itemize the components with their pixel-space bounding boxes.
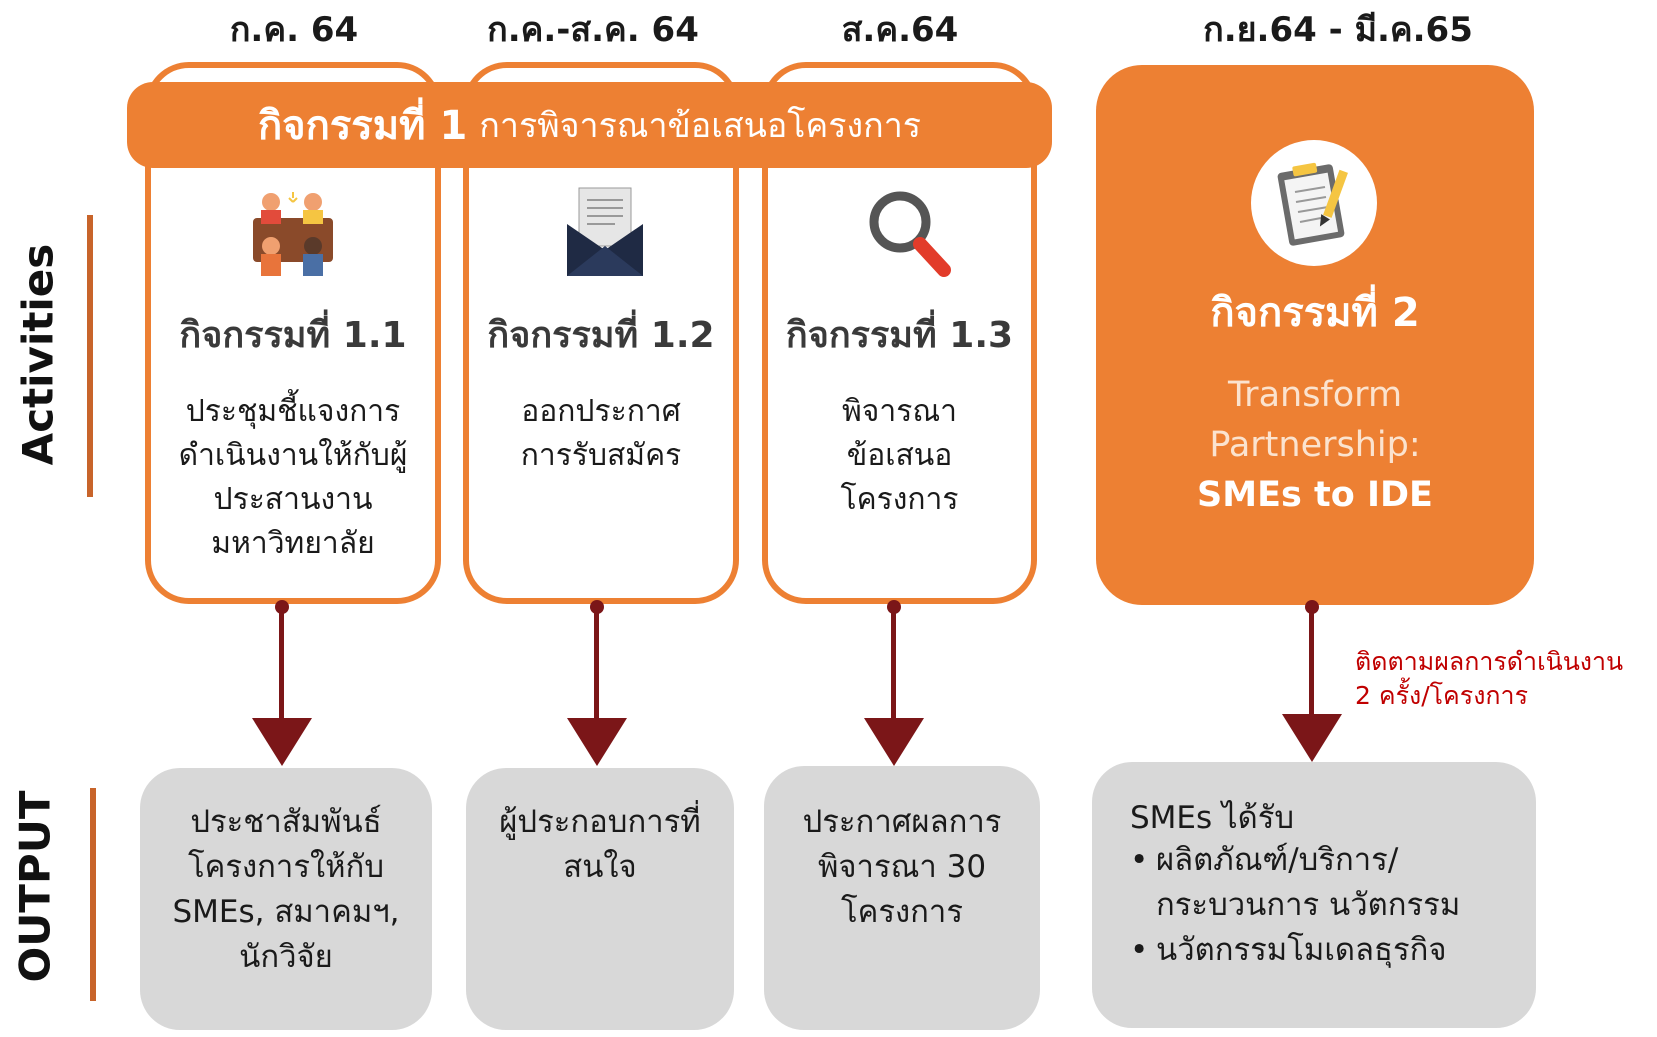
activity-1-3-description: พิจารณา ข้อเสนอ โครงการ bbox=[840, 394, 959, 517]
activity-1-2-description: ออกประกาศ การรับสมัคร bbox=[520, 394, 682, 473]
envelope-letter-icon bbox=[567, 187, 643, 276]
connector-line-1 bbox=[279, 606, 284, 722]
period-label-4: ก.ย.64 - มี.ค.65 bbox=[1203, 10, 1473, 50]
arrowhead-2 bbox=[567, 718, 627, 766]
activity-2-card: กิจกรรมที่ 2 Transform Partnership: SMEs… bbox=[1096, 65, 1534, 605]
activity-1-banner-subtitle: การพิจารณาข้อเสนอโครงการ bbox=[479, 106, 922, 146]
clipboard-pencil-icon bbox=[1277, 162, 1348, 246]
activities-side-bar bbox=[87, 215, 93, 497]
activity-2-line-1: Transform bbox=[1227, 375, 1403, 415]
output-1-box: ประชาสัมพันธ์ โครงการให้กับ SMEs, สมาคมฯ… bbox=[140, 768, 432, 1030]
magnifier-icon bbox=[869, 191, 951, 277]
activity-2-line-3: SMEs to IDE bbox=[1197, 475, 1433, 515]
arrowhead-1 bbox=[252, 718, 312, 766]
connector-line-3 bbox=[891, 606, 896, 722]
followup-note-line-2: 2 ครั้ง/โครงการ bbox=[1355, 681, 1529, 710]
output-4-heading: SMEs ได้รับ bbox=[1130, 800, 1295, 836]
output-4-item-1: ผลิตภัณฑ์/บริการ/ กระบวนการ นวัตกรรม bbox=[1130, 838, 1460, 928]
activity-2-icon-circle bbox=[1251, 140, 1377, 266]
activity-1-3-title: กิจกรรมที่ 1.3 bbox=[785, 315, 1014, 356]
arrowhead-4 bbox=[1282, 714, 1342, 762]
period-label-2: ก.ค.-ส.ค. 64 bbox=[487, 10, 699, 50]
activity-1-banner-title: กิจกรรมที่ 1 bbox=[257, 103, 468, 149]
connector-line-2 bbox=[594, 606, 599, 722]
output-2-text: ผู้ประกอบการที่ สนใจ bbox=[499, 804, 701, 885]
output-1-text: ประชาสัมพันธ์ โครงการให้กับ SMEs, สมาคมฯ… bbox=[172, 804, 400, 975]
activity-1-banner: กิจกรรมที่ 1 การพิจารณาข้อเสนอโครงการ bbox=[127, 82, 1052, 168]
output-4-box: SMEs ได้รับ ผลิตภัณฑ์/บริการ/ กระบวนการ … bbox=[1092, 762, 1536, 1028]
output-4-list: ผลิตภัณฑ์/บริการ/ กระบวนการ นวัตกรรม นวั… bbox=[1130, 838, 1460, 973]
activity-2-line-2: Partnership: bbox=[1209, 425, 1421, 465]
period-label-1: ก.ค. 64 bbox=[229, 10, 359, 50]
output-side-bar bbox=[90, 788, 96, 1001]
output-2-box: ผู้ประกอบการที่ สนใจ bbox=[466, 768, 734, 1030]
meeting-icon bbox=[253, 192, 333, 276]
followup-note-line-1: ติดตามผลการดำเนินงาน bbox=[1355, 647, 1624, 676]
connector-line-4 bbox=[1309, 606, 1314, 718]
activities-side-label: Activities bbox=[13, 243, 63, 466]
activity-1-2-title: กิจกรรมที่ 1.2 bbox=[487, 315, 715, 356]
arrowhead-3 bbox=[864, 718, 924, 766]
output-3-text: ประกาศผลการ พิจารณา 30 โครงการ bbox=[802, 804, 1002, 930]
activity-1-1-title: กิจกรรมที่ 1.1 bbox=[179, 315, 407, 356]
activity-1-1-description: ประชุมชี้แจงการ ดำเนินงานให้กับผู้ ประสา… bbox=[178, 394, 408, 561]
followup-note: ติดตามผลการดำเนินงาน 2 ครั้ง/โครงการ bbox=[1355, 645, 1623, 713]
period-label-3: ส.ค.64 bbox=[841, 10, 959, 50]
output-4-item-2: นวัตกรรมโมเดลธุรกิจ bbox=[1130, 928, 1460, 973]
output-3-box: ประกาศผลการ พิจารณา 30 โครงการ bbox=[764, 766, 1040, 1030]
activity-2-title: กิจกรรมที่ 2 bbox=[1210, 290, 1420, 336]
output-side-label: OUTPUT bbox=[10, 790, 60, 983]
